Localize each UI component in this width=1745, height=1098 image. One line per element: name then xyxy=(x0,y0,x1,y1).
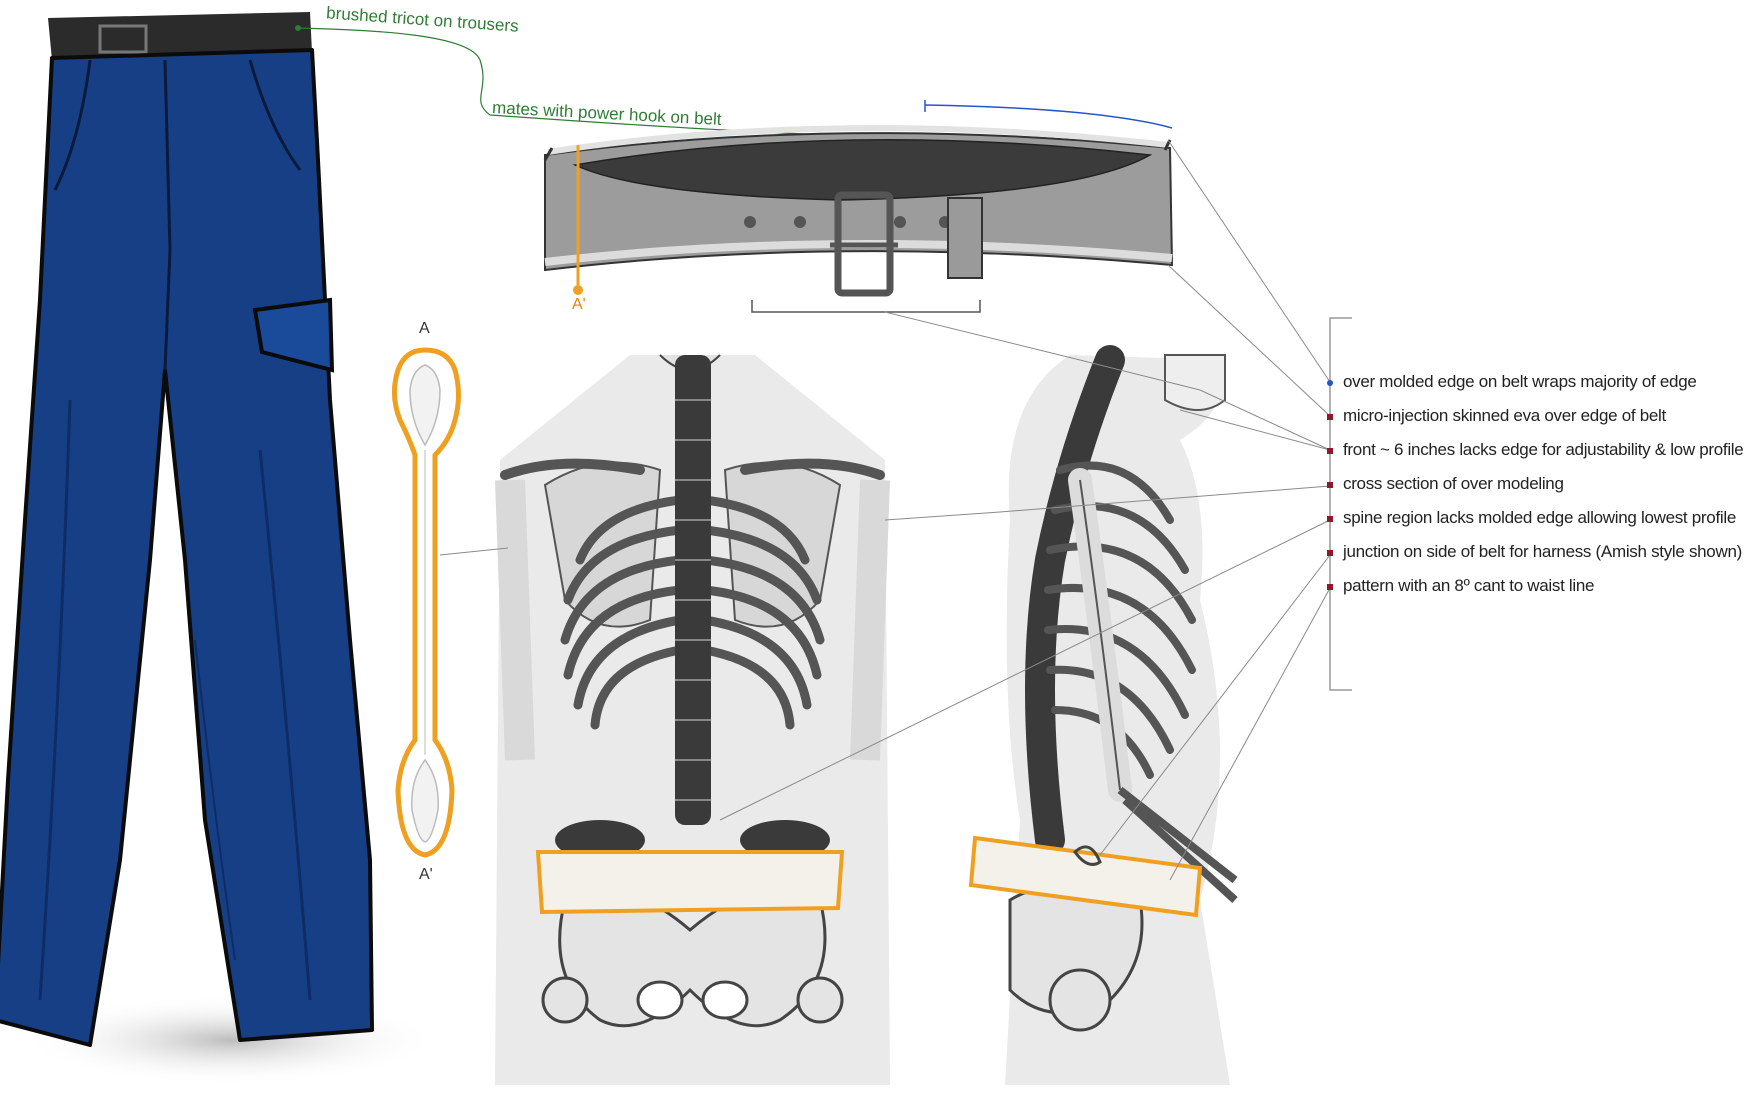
bullet-dot xyxy=(1327,516,1333,522)
skeleton-side-view xyxy=(1005,355,1235,1085)
feature-text: spine region lacks molded edge allowing … xyxy=(1343,508,1736,528)
feature-text: over molded edge on belt wraps majority … xyxy=(1343,372,1697,392)
trousers-illustration xyxy=(0,12,440,1085)
bullet-dot xyxy=(1327,448,1333,454)
section-marker-a-prime-belt: A' xyxy=(572,296,586,314)
feature-text: pattern with an 8º cant to waist line xyxy=(1343,576,1594,596)
bullet-dot xyxy=(1327,380,1333,386)
section-marker-a-prime: A' xyxy=(419,866,433,884)
feature-text: front ~ 6 inches lacks edge for adjustab… xyxy=(1343,440,1743,460)
bullet-dot xyxy=(1327,584,1333,590)
cross-section-overmold xyxy=(394,350,458,855)
bullet-dot xyxy=(1327,414,1333,420)
bullet-dot xyxy=(1327,482,1333,488)
section-marker-a: A xyxy=(419,320,430,338)
feature-text: cross section of over modeling xyxy=(1343,474,1564,494)
belt-band-back-view xyxy=(538,852,842,912)
feature-text: micro-injection skinned eva over edge of… xyxy=(1343,406,1666,426)
bullet-dot xyxy=(1327,550,1333,556)
skeleton-back-view xyxy=(495,355,890,1085)
feature-text: junction on side of belt for harness (Am… xyxy=(1343,542,1742,562)
belt-illustration xyxy=(545,100,1172,312)
